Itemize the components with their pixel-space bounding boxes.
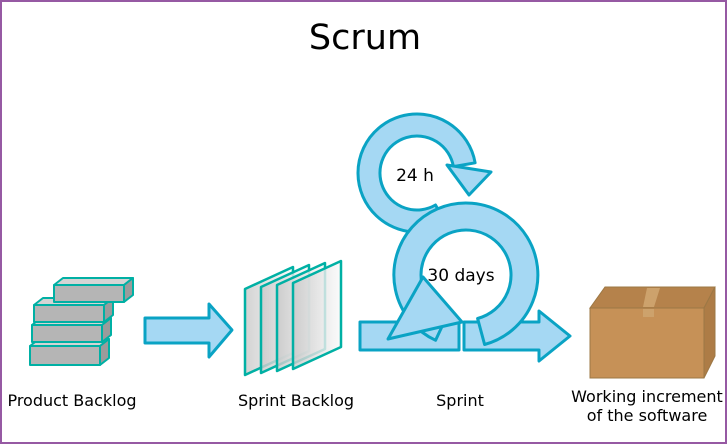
working-increment-label-line1: Working increment (571, 387, 723, 406)
daily-loop-label: 24 h (396, 166, 434, 186)
brick-top-offset (53, 277, 134, 303)
diagram-title: Scrum (309, 18, 421, 58)
daily-loop-arrowhead (445, 163, 493, 197)
daily-loop-24h-icon: 24 h (356, 112, 493, 234)
product-backlog-label: Product Backlog (7, 391, 136, 410)
brick-middle-lower (31, 317, 112, 343)
sheet-4 (291, 259, 343, 371)
sprint-loop-30days-icon: 30 days (386, 201, 540, 346)
sprint-backlog-icon (243, 259, 343, 377)
daily-loop-ring (356, 112, 477, 234)
box-front-face (589, 307, 705, 379)
box-tape (643, 288, 660, 307)
working-increment-label-line2: of the software (587, 406, 708, 425)
sprint-loop-arrowhead (386, 275, 464, 341)
box-tape-flap (643, 309, 654, 317)
arrow-product-to-sprint-backlog-icon (143, 302, 234, 359)
product-backlog-icon (29, 277, 134, 366)
working-increment-box-icon (589, 286, 716, 379)
sprint-label: Sprint (436, 391, 484, 410)
sprint-backlog-label: Sprint Backlog (238, 391, 354, 410)
sprint-loop-label: 30 days (427, 266, 494, 286)
